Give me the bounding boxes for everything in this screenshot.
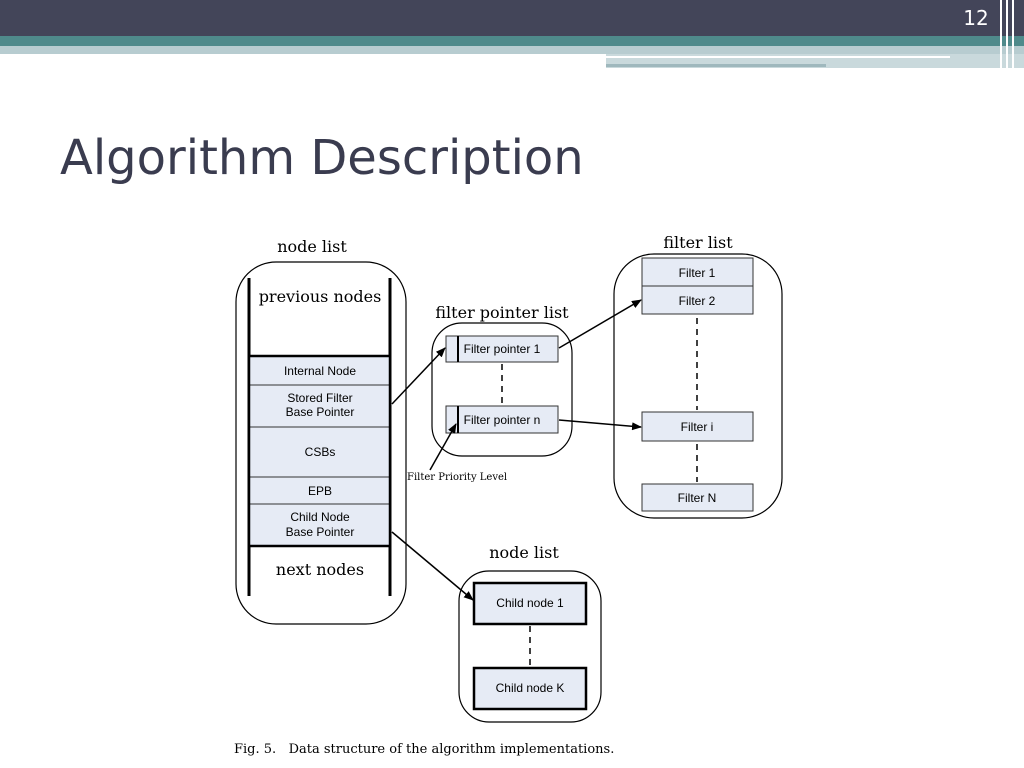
filter-pointer-1-box	[445, 335, 559, 363]
filter-1-box	[641, 257, 754, 287]
filter-2-box	[641, 285, 754, 315]
filter-i-label: Filter i	[681, 420, 714, 434]
child-node-k-box	[472, 666, 588, 711]
csbs-label: CSBs	[305, 445, 336, 459]
arrow-stored-filter-to-pointer-1	[391, 347, 446, 405]
filter-list-container	[613, 253, 783, 519]
arrow-child-base-to-child-node-1	[391, 531, 474, 601]
filter-pointer-1-label: Filter pointer 1	[464, 342, 541, 356]
node-record-outline	[247, 354, 392, 548]
header-accent-line	[606, 56, 950, 58]
arrow-pointer-n-to-filter-i	[558, 419, 642, 431]
header-teal-band	[0, 36, 1024, 46]
filter-n-box	[641, 483, 754, 512]
filter-pointer-n-box	[445, 405, 559, 434]
filter-1-label: Filter 1	[679, 266, 716, 280]
slide-title: Algorithm Description	[60, 130, 584, 186]
filter-priority-level-label: Filter Priority Level	[407, 472, 507, 483]
next-nodes-label: next nodes	[276, 560, 364, 579]
previous-nodes-label: previous nodes	[259, 287, 382, 306]
header-accent-line-2	[606, 64, 826, 67]
header-vertical-bar	[1000, 0, 1002, 70]
internal-node-label: Internal Node	[284, 364, 356, 378]
arrow-priority-to-pointer-n	[429, 423, 457, 471]
filter-i-box	[641, 411, 754, 442]
filter-2-label: Filter 2	[679, 294, 716, 308]
child-node-list-title: node list	[489, 543, 559, 562]
stored-filter-cell	[248, 384, 391, 428]
child-base-label-line2: Base Pointer	[286, 525, 355, 539]
filter-pointer-n-label: Filter pointer n	[464, 413, 541, 427]
csbs-cell	[248, 426, 391, 478]
child-base-label-line1: Child Node	[290, 510, 350, 524]
filter-pointer-list-title: filter pointer list	[435, 303, 569, 322]
header-dark-band	[0, 0, 1024, 36]
figure-caption: Fig. 5. Data structure of the algorithm …	[234, 742, 615, 757]
header-vertical-bar	[1012, 0, 1014, 70]
filter-list-title: filter list	[663, 233, 733, 252]
header-vertical-bar	[1006, 0, 1008, 70]
epb-label: EPB	[308, 484, 332, 498]
child-node-1-box	[472, 581, 588, 626]
arrow-pointer-1-to-filter-2	[558, 299, 642, 349]
header-light-band	[0, 46, 1024, 54]
epb-cell	[248, 476, 391, 505]
child-node-1-label: Child node 1	[496, 596, 564, 610]
stored-filter-label-line2: Base Pointer	[286, 405, 355, 419]
child-node-k-label: Child node K	[496, 681, 565, 695]
slide-number: 12	[963, 6, 989, 30]
node-list-title: node list	[277, 237, 347, 256]
stored-filter-label-line1: Stored Filter	[287, 391, 352, 405]
filter-n-label: Filter N	[678, 491, 717, 505]
